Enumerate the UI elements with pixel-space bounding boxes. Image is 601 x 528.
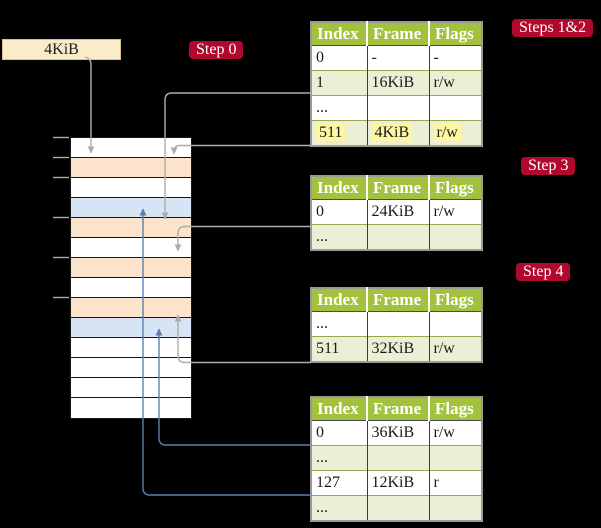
table-cell	[366, 445, 429, 471]
memory-row-peach	[71, 258, 191, 278]
table-cell	[366, 311, 429, 337]
table-row: ...	[311, 495, 482, 521]
column-header: Flags	[428, 176, 482, 200]
memory-row-white	[71, 238, 191, 258]
memory-row-white	[71, 398, 191, 418]
table-cell: 24KiB	[366, 199, 429, 225]
badge-step-4: Step 4	[516, 263, 571, 281]
table-cell: r/w	[428, 336, 482, 362]
table-cell: 0	[311, 420, 367, 446]
memory-row-peach	[71, 158, 191, 178]
column-header: Index	[311, 288, 367, 312]
memory-row-white	[71, 378, 191, 398]
memory-column	[70, 137, 192, 419]
column-header: Index	[311, 397, 367, 421]
badge-step-3: Step 3	[521, 157, 576, 175]
table-cell: -	[366, 45, 429, 71]
arrow-l2-entry511-to-32kib-frame	[174, 314, 311, 364]
table-cell: -	[428, 45, 482, 71]
column-header: Index	[311, 22, 367, 46]
table-row: 511 4KiB r/w	[311, 120, 482, 146]
table-cell: 127	[311, 470, 367, 496]
column-header: Flags	[428, 397, 482, 421]
column-header: Frame	[366, 176, 429, 200]
table-cell: 12KiB	[366, 470, 429, 496]
table-cell: 511	[311, 336, 367, 362]
arrow-l3-entry0-to-24kib-frame	[174, 225, 311, 252]
memory-row-blue	[71, 198, 191, 218]
highlighted-value: 511	[316, 123, 346, 141]
table-cell: 1	[311, 70, 367, 96]
table-cell: 32KiB	[366, 336, 429, 362]
table-row: 0--	[311, 45, 482, 71]
table-cell: r/w	[428, 120, 482, 146]
badge-step-0: Step 0	[189, 41, 244, 59]
table-cell: r/w	[428, 199, 482, 225]
memory-row-white	[71, 138, 191, 158]
table-row: ...	[311, 224, 482, 250]
memory-row-peach	[71, 218, 191, 238]
table-row: ...	[311, 311, 482, 337]
table-cell	[366, 95, 429, 121]
column-header: Index	[311, 176, 367, 200]
highlighted-value: 4KiB	[371, 123, 413, 141]
memory-row-blue	[71, 318, 191, 338]
column-header: Frame	[366, 288, 429, 312]
table-cell: 4KiB	[366, 120, 429, 146]
table-cell: 0	[311, 199, 367, 225]
memory-row-peach	[71, 298, 191, 318]
table-row: ...	[311, 445, 482, 471]
table-cell: ...	[311, 445, 367, 471]
table-cell: r/w	[428, 420, 482, 446]
table-cell: r	[428, 470, 482, 496]
table-cell: ...	[311, 495, 367, 521]
table-cell: 36KiB	[366, 420, 429, 446]
memory-row-white	[71, 278, 191, 298]
table-cell: ...	[311, 224, 367, 250]
address-ticks	[53, 136, 69, 299]
table-cell: 0	[311, 45, 367, 71]
table-cell: 511	[311, 120, 367, 146]
table-cell: 16KiB	[366, 70, 429, 96]
table-cell: ...	[311, 311, 367, 337]
frame-address-box: 4KiB	[2, 39, 121, 60]
memory-row-white	[71, 178, 191, 198]
column-header: Flags	[428, 288, 482, 312]
memory-row-white	[71, 338, 191, 358]
table-cell: r/w	[428, 70, 482, 96]
table-cell	[428, 311, 482, 337]
table-row: ...	[311, 95, 482, 121]
highlighted-value: r/w	[433, 123, 461, 141]
column-header: Frame	[366, 22, 429, 46]
memory-row-white	[71, 358, 191, 378]
column-header: Frame	[366, 397, 429, 421]
arrow-l4-entry511-to-4kib-frame	[170, 144, 311, 155]
table-cell	[428, 495, 482, 521]
table-cell	[428, 445, 482, 471]
table-cell	[428, 95, 482, 121]
table-cell	[366, 224, 429, 250]
table-cell	[428, 224, 482, 250]
badge-steps-1-2: Steps 1&2	[512, 19, 594, 37]
column-header: Flags	[428, 22, 482, 46]
table-cell: ...	[311, 95, 367, 121]
table-cell	[366, 495, 429, 521]
